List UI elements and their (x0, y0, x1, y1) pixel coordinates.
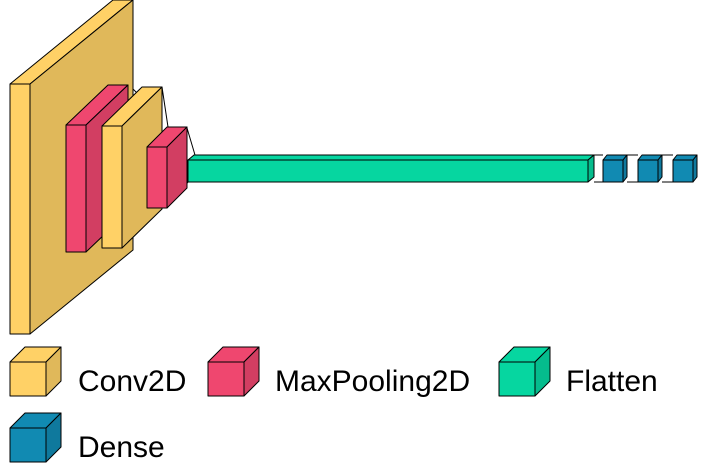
front-face (9, 427, 47, 463)
legend-swatch-maxpooling2d (207, 346, 260, 397)
layer-blocks (9, 0, 698, 335)
front-face (637, 159, 659, 183)
side-face (692, 154, 698, 183)
legend-label: Dense (78, 431, 165, 464)
front-face (65, 124, 87, 253)
maxpooling2d-layer-block (146, 126, 188, 209)
top-face (187, 154, 595, 161)
legend-item: Flatten (498, 346, 658, 398)
side-face (587, 154, 595, 183)
legend-swatch-dense (9, 412, 62, 463)
legend-label: Conv2D (78, 365, 186, 398)
legend-swatch-flatten (498, 346, 551, 397)
legend-item: Conv2D (9, 346, 186, 398)
front-face (672, 159, 694, 183)
legend-label: Flatten (566, 365, 658, 398)
dense-layer-block (637, 154, 663, 183)
flatten-layer-block (187, 154, 595, 183)
connector-line (186, 127, 196, 156)
legend-item: Dense (9, 412, 165, 464)
front-face (9, 361, 47, 397)
side-face (622, 154, 628, 183)
front-face (602, 159, 624, 183)
front-face (9, 83, 31, 335)
front-face (187, 159, 589, 183)
connector-line (161, 86, 169, 128)
side-face (657, 154, 663, 183)
conv2d-layer-block (101, 86, 163, 249)
front-face (207, 361, 245, 397)
dense-layer-block (602, 154, 628, 183)
front-face (498, 361, 536, 397)
legend-item: MaxPooling2D (207, 346, 470, 398)
legend-swatch-conv2d (9, 346, 62, 397)
front-face (101, 125, 123, 249)
front-face (146, 146, 168, 209)
legend-label: MaxPooling2D (275, 365, 470, 398)
dense-layer-block (672, 154, 698, 183)
